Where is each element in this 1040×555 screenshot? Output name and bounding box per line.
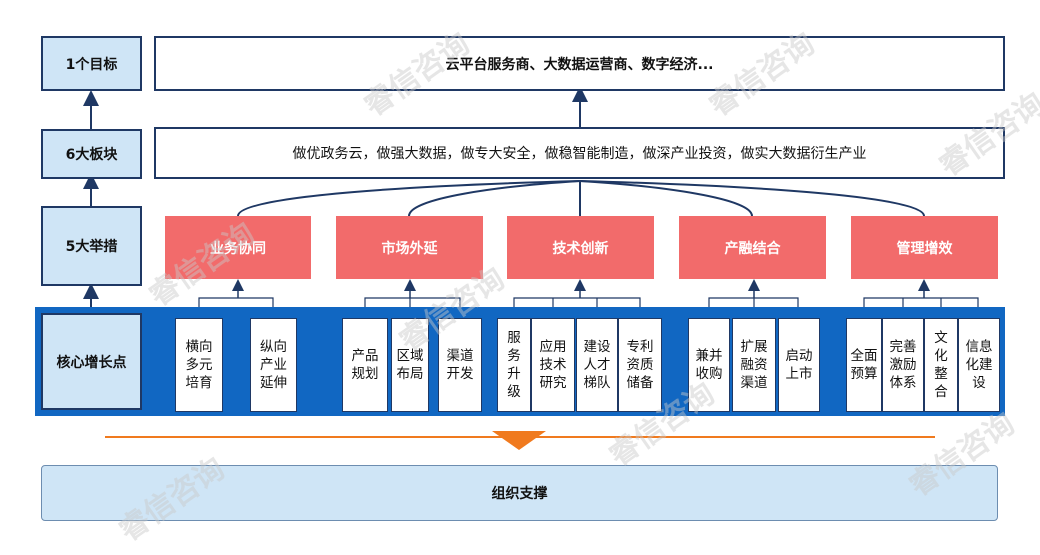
level-core: 核心增长点 [41,313,142,410]
measure-box: 产融结合 [679,216,826,279]
growth-point: 服务升级 [497,318,531,412]
growth-point: 信息化建设 [958,318,1000,412]
growth-point: 渠道开发 [438,318,482,412]
growth-point: 完善激励体系 [882,318,924,412]
level-measures: 5大举措 [41,206,142,286]
measure-box: 市场外延 [336,216,483,279]
level-blocks: 6大板块 [41,129,142,179]
growth-point: 纵向产业延伸 [250,318,297,412]
growth-point: 启动上市 [778,318,820,412]
growth-point: 兼并收购 [688,318,730,412]
growth-point: 建设人才梯队 [576,318,618,412]
orange-down-arrow-icon [492,431,546,450]
growth-point: 产品规划 [342,318,388,412]
growth-point: 区域布局 [391,318,429,412]
support-box: 组织支撑 [41,465,998,521]
growth-point: 文化整合 [924,318,958,412]
growth-point: 应用技术研究 [531,318,575,412]
growth-point: 横向多元培育 [175,318,223,412]
measure-box: 业务协同 [165,216,311,279]
growth-point: 全面预算 [846,318,882,412]
measure-box: 管理增效 [851,216,998,279]
measure-curves [237,180,925,217]
blocks-box: 做优政务云，做强大数据，做专大安全，做稳智能制造，做深产业投资，做实大数据衍生产… [154,127,1005,179]
goal-box: 云平台服务商、大数据运营商、数字经济... [154,36,1005,91]
growth-point: 专利资质储备 [618,318,662,412]
measure-box: 技术创新 [507,216,654,279]
level-goal: 1个目标 [41,36,142,91]
bracket-arrows [232,279,930,298]
growth-point: 扩展融资渠道 [732,318,776,412]
